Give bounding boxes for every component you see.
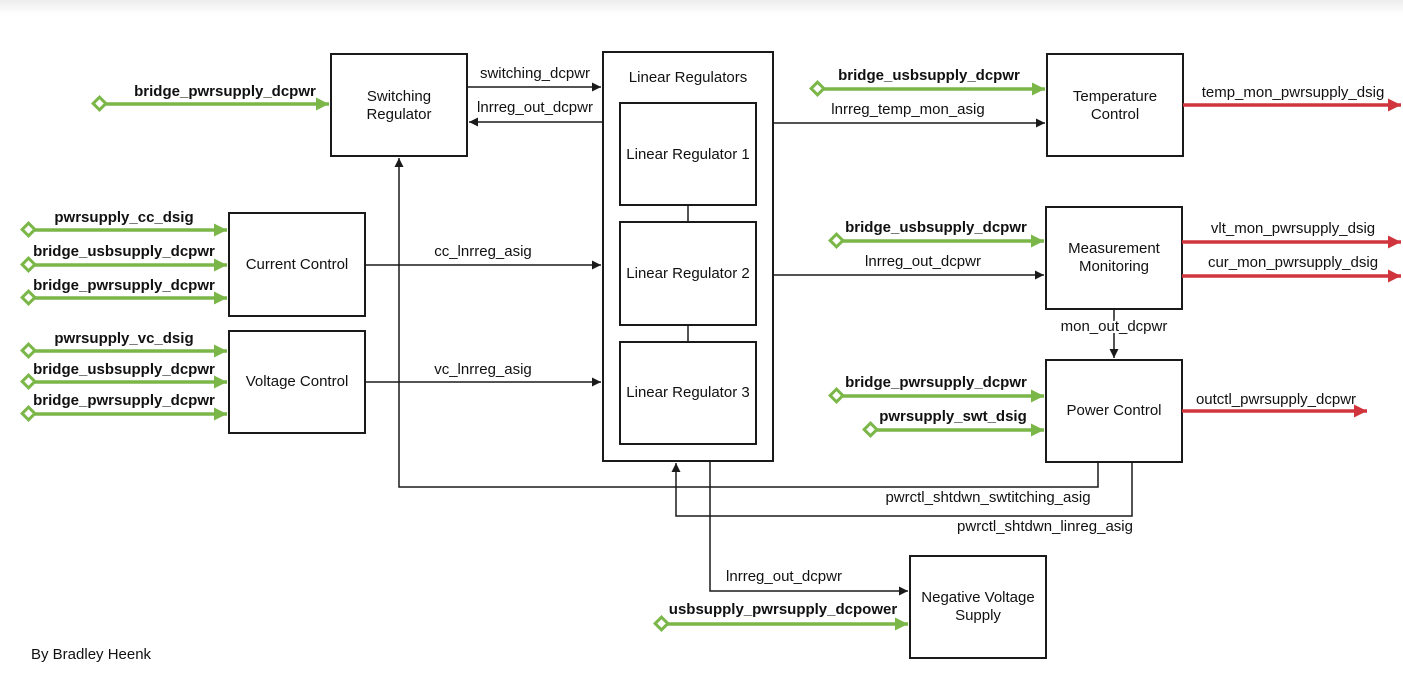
pc-in-pwr-connector — [828, 387, 1044, 404]
lnrreg-temp-mon-label: lnrreg_temp_mon_asig — [831, 101, 984, 118]
meas-in-usb-label: bridge_usbsupply_dcpwr — [845, 219, 1027, 236]
pc-in-pwr-label: bridge_pwrsupply_dcpwr — [845, 374, 1027, 391]
switching-regulator-block — [330, 53, 468, 157]
measurement-monitoring-block — [1045, 206, 1183, 310]
linear-regulator-1-label: Linear Regulator 1 — [626, 146, 749, 163]
cc-in-dsig-label: pwrsupply_cc_dsig — [54, 209, 193, 226]
power-control-label: Power Control — [1066, 402, 1161, 419]
sw-in-pwr-connector — [91, 95, 329, 112]
temp-in-usb-label: bridge_usbsupply_dcpwr — [838, 67, 1020, 84]
linear-regulator-1-block — [619, 102, 757, 206]
sw-in-pwr-label: bridge_pwrsupply_dcpwr — [134, 83, 316, 100]
linear-regulator-3-label: Linear Regulator 3 — [626, 384, 749, 401]
temp-in-usb-connector — [809, 80, 1045, 97]
neg-in-usb-connector — [653, 615, 908, 632]
neg-in-usb-label: usbsupply_pwrsupply_dcpower — [669, 601, 898, 618]
pc-out-label: outctl_pwrsupply_dcpwr — [1196, 391, 1356, 408]
pc-in-swt-label: pwrsupply_swt_dsig — [879, 408, 1027, 425]
voltage-control-label: Voltage Control — [246, 373, 349, 390]
shutdown-linreg-arrow — [671, 462, 1133, 517]
cc-in-usb-connector — [20, 256, 227, 273]
switching-dcpwr-label: switching_dcpwr — [480, 65, 590, 82]
temp-out-label: temp_mon_pwrsupply_dsig — [1202, 84, 1385, 101]
lnrreg-out-to-negative-arrow — [709, 461, 908, 596]
vc-in-dsig-connector — [20, 342, 227, 359]
vc-in-pwr-connector — [20, 405, 227, 422]
cc-in-pwr-label: bridge_pwrsupply_dcpwr — [33, 277, 215, 294]
temperature-control-block — [1046, 53, 1184, 157]
linear-regulator-3-block — [619, 341, 757, 445]
vc-lnrreg-label: vc_lnrreg_asig — [434, 361, 532, 378]
shutdown-switching-label: pwrctl_shtdwn_swtitching_asig — [885, 489, 1090, 506]
vc-in-usb-label: bridge_usbsupply_dcpwr — [33, 361, 215, 378]
vc-in-dsig-label: pwrsupply_vc_dsig — [54, 330, 193, 347]
shutdown-linreg-label: pwrctl_shtdwn_linreg_asig — [957, 518, 1133, 535]
linear-regulator-2-label: Linear Regulator 2 — [626, 265, 749, 282]
shutdown-switching-arrow — [394, 158, 1099, 488]
top-shadow-bar — [0, 0, 1403, 14]
cc-in-dsig-connector — [20, 221, 227, 238]
pc-in-swt-connector — [862, 421, 1044, 438]
meas-in-usb-connector — [828, 232, 1044, 249]
vc-in-usb-connector — [20, 373, 227, 390]
linear-regulators-label: Linear Regulators — [629, 69, 747, 86]
linear-regulator-2-block — [619, 221, 757, 326]
cc-in-pwr-connector — [20, 289, 227, 306]
cur-out-label: cur_mon_pwrsupply_dsig — [1208, 254, 1378, 271]
negative-voltage-supply-block — [909, 555, 1047, 659]
current-control-label: Current Control — [246, 256, 349, 273]
mon-out-label: mon_out_dcpwr — [1061, 318, 1168, 335]
cc-in-usb-label: bridge_usbsupply_dcpwr — [33, 243, 215, 260]
lnrreg-out-to-switching-label: lnrreg_out_dcpwr — [477, 99, 593, 116]
lnrreg-out-to-measurement-label: lnrreg_out_dcpwr — [865, 253, 981, 270]
cc-lnrreg-label: cc_lnrreg_asig — [434, 243, 532, 260]
vlt-out-label: vlt_mon_pwrsupply_dsig — [1211, 220, 1375, 237]
power-control-block — [1045, 359, 1183, 463]
author-credit: By Bradley Heenk — [31, 646, 152, 663]
vc-in-pwr-label: bridge_pwrsupply_dcpwr — [33, 392, 215, 409]
lnrreg-out-to-negative-label: lnrreg_out_dcpwr — [726, 568, 842, 585]
